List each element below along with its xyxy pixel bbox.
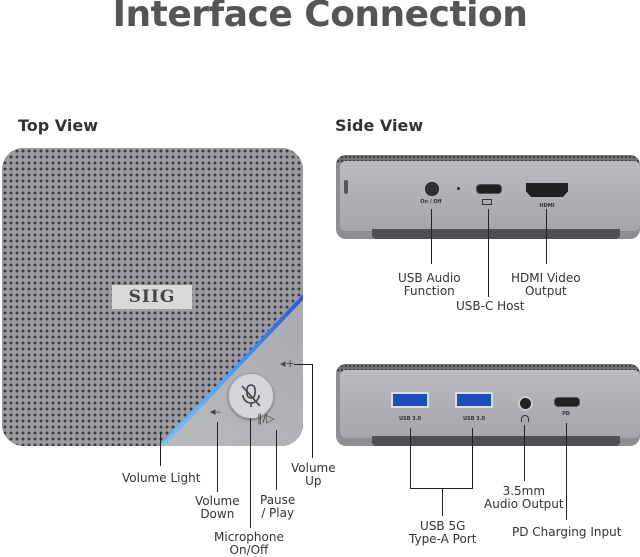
microphone-button[interactable] (228, 373, 274, 419)
device-side-panel (340, 161, 640, 231)
hdmi-leader (546, 209, 547, 264)
hdmi-text-2: Output (524, 284, 567, 298)
usb-audio-leader (431, 209, 432, 264)
device-top-grille (336, 155, 640, 163)
device-base (372, 436, 620, 446)
microphone-text-2: On/Off (229, 543, 269, 557)
hdmi-port[interactable] (526, 183, 568, 197)
audio-jack-port[interactable] (518, 396, 533, 411)
device-base (372, 229, 620, 239)
siig-logo: SIIG (112, 285, 192, 309)
volume-light-strip (159, 294, 303, 446)
device-top-grille (336, 364, 640, 372)
usbc-host-label: USB-C Host (456, 299, 525, 313)
microphone-icon (241, 384, 261, 407)
volume-light-label: Volume Light (122, 472, 200, 485)
usb5g-label: USB 5G Type-A Port (409, 520, 476, 546)
microphone-leader (250, 418, 251, 528)
volume-up-text-1: Volume (291, 461, 336, 475)
on-off-port-label: On / Off (420, 199, 442, 205)
side-view-heading: Side View (335, 116, 424, 135)
volume-light-leader (160, 432, 161, 466)
volume-up-label: Volume Up (291, 462, 336, 488)
top-view-heading: Top View (18, 116, 99, 135)
usb5g-leader-bracket (410, 488, 473, 489)
audio-leader (524, 425, 525, 481)
usb-audio-text-1: USB Audio (398, 271, 461, 285)
volume-up-icon[interactable]: ◂+ (280, 357, 295, 370)
volume-down-leader (217, 422, 218, 492)
volume-down-text-2: Down (200, 507, 235, 521)
page-title: Interface Connection (112, 0, 528, 35)
usb-audio-text-2: Function (403, 284, 455, 298)
hdmi-port-label: HDMI (539, 203, 555, 209)
status-led (344, 180, 348, 194)
usb-a-port-1[interactable] (391, 392, 429, 408)
pause-text-1: Pause (260, 493, 296, 507)
volume-up-leader-v (312, 364, 313, 458)
play-pause-icon[interactable]: ∥/▷ (257, 412, 275, 425)
pd-charging-port[interactable] (554, 397, 580, 407)
usb-port-2-label: USB 3.0 (462, 416, 486, 422)
volume-down-label: Volume Down (195, 495, 240, 521)
pause-text-2: / Play (261, 506, 295, 520)
pd-port-label: PD (562, 411, 570, 417)
hdmi-output-label: HDMI Video Output (511, 272, 581, 298)
audio-output-label: 3.5mm Audio Output (484, 485, 564, 511)
usb5g-leader-stem (442, 488, 443, 516)
usbc-host-leader (488, 209, 489, 297)
usb-c-host-port[interactable] (476, 184, 502, 194)
pause-play-label: Pause / Play (260, 494, 295, 520)
pause-leader (276, 430, 277, 490)
usb5g-leader-left (410, 428, 411, 488)
pd-leader (566, 423, 567, 520)
led-dot (457, 187, 460, 190)
microphone-text-1: Microphone (214, 530, 284, 544)
side-view-device-upper (336, 155, 640, 239)
volume-down-icon[interactable]: ◂– (210, 405, 222, 418)
volume-light-text: Volume Light (122, 471, 201, 485)
microphone-label: Microphone On/Off (214, 531, 284, 557)
usb-a-port-2[interactable] (455, 392, 493, 408)
volume-up-leader-h (294, 364, 312, 365)
on-off-button[interactable] (425, 182, 439, 196)
usb5g-text-1: USB 5G (420, 519, 466, 533)
usb5g-leader-right (472, 428, 473, 488)
headphone-icon (521, 415, 529, 422)
volume-up-text-2: Up (305, 474, 322, 488)
volume-down-text-1: Volume (195, 494, 240, 508)
laptop-icon (482, 199, 492, 205)
hdmi-text-1: HDMI Video (511, 271, 581, 285)
audio-text-2: Audio Output (484, 497, 564, 511)
usb5g-text-2: Type-A Port (409, 532, 477, 546)
audio-text-1: 3.5mm (502, 484, 546, 498)
usb-port-1-label: USB 3.0 (398, 416, 422, 422)
pd-charging-label: PD Charging Input (512, 525, 622, 539)
usb-audio-label: USB Audio Function (398, 272, 461, 298)
